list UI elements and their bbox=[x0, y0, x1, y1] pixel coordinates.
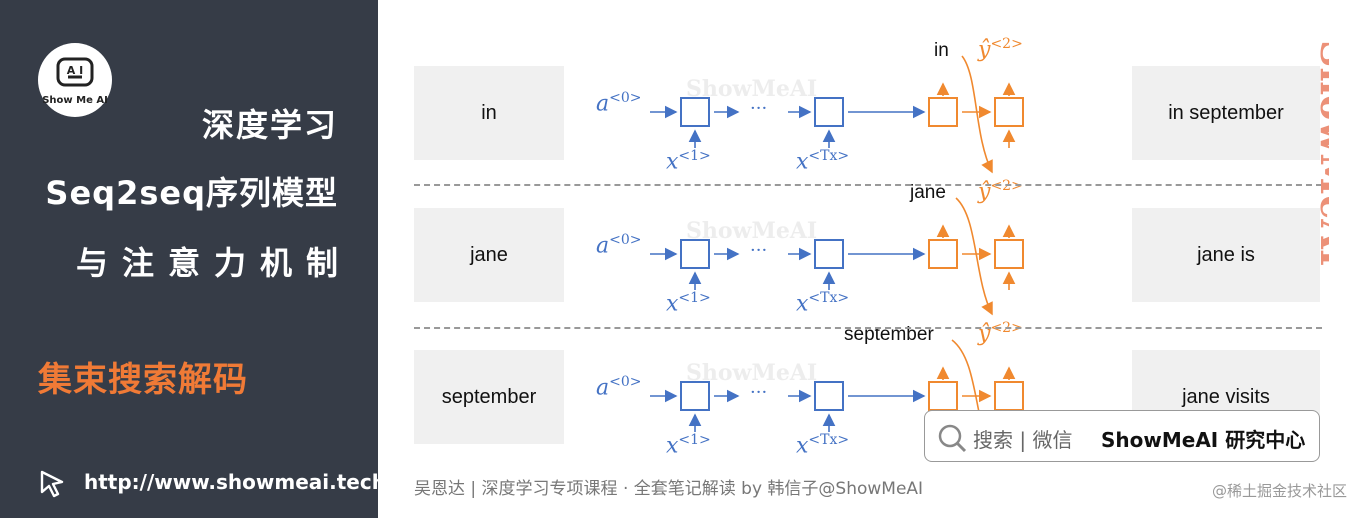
feed-prev-word-arrow bbox=[961, 55, 993, 174]
x1-label: x<1> bbox=[666, 290, 711, 317]
svg-text:ShowMeAI: ShowMeAI bbox=[1312, 40, 1329, 267]
decoder-cell-1 bbox=[928, 97, 958, 127]
row-divider bbox=[414, 184, 1322, 186]
y2-label: ŷ<2> bbox=[978, 320, 1023, 347]
encoder-cell-tx bbox=[814, 239, 844, 269]
output-candidate-box: in september bbox=[1132, 66, 1320, 160]
decoder-cell-2 bbox=[994, 381, 1024, 411]
diagram-area: in in september ShowMeAI a<0> ··· x<1> x… bbox=[378, 0, 1361, 518]
website-link[interactable]: http://www.showmeai.tech/ bbox=[84, 470, 394, 494]
ellipsis: ··· bbox=[750, 240, 768, 261]
encoder-cell-1 bbox=[680, 381, 710, 411]
previous-word: september bbox=[844, 324, 934, 345]
input-word-box: jane bbox=[414, 208, 564, 302]
a0-label: a<0> bbox=[596, 232, 642, 259]
encoder-cell-tx bbox=[814, 381, 844, 411]
search-brand: ShowMeAI 研究中心 bbox=[1101, 428, 1306, 452]
xtx-label: x<Tx> bbox=[796, 148, 850, 175]
title-line-1: 深度学习 bbox=[201, 106, 338, 144]
y2-label: ŷ<2> bbox=[978, 178, 1023, 205]
encoder-cell-tx bbox=[814, 97, 844, 127]
cursor-click-icon bbox=[40, 470, 64, 498]
logo-text: Show Me AI bbox=[42, 95, 108, 106]
a0-label: a<0> bbox=[596, 90, 642, 117]
output-candidate-box: jane is bbox=[1132, 208, 1320, 302]
search-icon bbox=[938, 424, 967, 453]
section-subtitle: 集束搜索解码 bbox=[38, 360, 248, 400]
sidebar: A I Show Me AI 深度学习 Seq2seq序列模型 与注意力机制 集… bbox=[0, 0, 393, 518]
feed-prev-word-arrow bbox=[955, 197, 993, 316]
xtx-label: x<Tx> bbox=[796, 432, 850, 459]
xtx-label: x<Tx> bbox=[796, 290, 850, 317]
juejin-watermark: @稀土掘金技术社区 bbox=[1211, 482, 1347, 500]
encoder-cell-1 bbox=[680, 239, 710, 269]
x1-label: x<1> bbox=[666, 148, 711, 175]
decoder-cell-1 bbox=[928, 239, 958, 269]
encoder-cell-1 bbox=[680, 97, 710, 127]
ellipsis: ··· bbox=[750, 382, 768, 403]
showmeai-vertical-brand: ShowMeAI bbox=[1312, 40, 1329, 267]
search-placeholder: 搜索 | 微信 bbox=[973, 428, 1073, 452]
input-word-box: september bbox=[414, 350, 564, 444]
showmeai-logo[interactable]: A I Show Me AI bbox=[38, 43, 112, 117]
y2-label: ŷ<2> bbox=[978, 36, 1023, 63]
wechat-search-box[interactable]: 搜索 | 微信 ShowMeAI 研究中心 bbox=[924, 410, 1320, 462]
a0-label: a<0> bbox=[596, 374, 642, 401]
previous-word: jane bbox=[910, 182, 946, 203]
previous-word: in bbox=[934, 40, 949, 61]
ellipsis: ··· bbox=[750, 98, 768, 119]
decoder-cell-2 bbox=[994, 97, 1024, 127]
robot-icon: A I bbox=[56, 57, 94, 87]
input-word-box: in bbox=[414, 66, 564, 160]
diagram-arrows bbox=[650, 55, 1016, 458]
decoder-cell-1 bbox=[928, 381, 958, 411]
title-line-2: Seq2seq序列模型 bbox=[45, 174, 338, 212]
course-credit: 吴恩达 | 深度学习专项课程 · 全套笔记解读 by 韩信子@ShowMeAI bbox=[414, 479, 924, 499]
decoder-cell-2 bbox=[994, 239, 1024, 269]
title-line-3: 与注意力机制 bbox=[75, 244, 352, 282]
svg-text:A I: A I bbox=[67, 64, 83, 77]
x1-label: x<1> bbox=[666, 432, 711, 459]
row-divider bbox=[414, 327, 1322, 329]
